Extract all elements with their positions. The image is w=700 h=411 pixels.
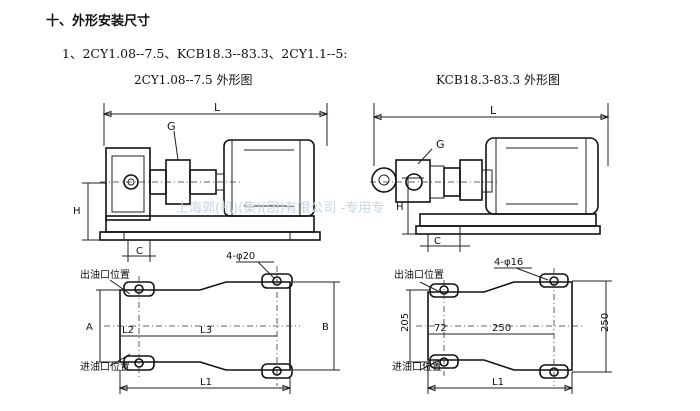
dim-L3: L3 bbox=[200, 325, 212, 336]
outlet-label-2cy: 出油口位置 bbox=[80, 268, 130, 281]
dim-L: L bbox=[490, 104, 497, 117]
dim-250-vertical: 250 bbox=[600, 313, 611, 332]
dim-L: L bbox=[214, 101, 221, 114]
pump-elevation-2cy: L H G C bbox=[73, 101, 329, 262]
dim-A: A bbox=[86, 322, 93, 333]
dim-205: 205 bbox=[400, 313, 411, 332]
dim-L1: L1 bbox=[200, 377, 212, 388]
dim-L2: L2 bbox=[122, 325, 134, 336]
dim-L1: L1 bbox=[492, 377, 504, 388]
dim-B: B bbox=[322, 322, 329, 333]
holes-label: 4-φ16 bbox=[494, 257, 523, 268]
dim-H: H bbox=[396, 202, 404, 213]
inlet-label-kcb: 进油口位置 bbox=[392, 360, 442, 373]
section-heading: 十、外形安装尺寸 bbox=[46, 14, 151, 29]
outlet-label-kcb: 出油口位置 bbox=[394, 268, 444, 281]
holes-label: 4-φ20 bbox=[226, 251, 255, 262]
dim-250-horizontal: 250 bbox=[492, 323, 511, 334]
label-G: G bbox=[436, 138, 445, 151]
dim-H: H bbox=[73, 206, 81, 217]
dim-72: 72 bbox=[434, 323, 447, 334]
caption-2cy: 2CY1.08--7.5 外形图 bbox=[134, 73, 253, 87]
caption-kcb: KCB18.3-83.3 外形图 bbox=[436, 73, 560, 87]
dim-C: C bbox=[434, 236, 441, 247]
watermark: 上海郭(机)(集)(团)有限公司 -专用专 bbox=[176, 200, 384, 216]
base-plan-2cy: 4-φ20 A B L2 L3 L1 bbox=[86, 251, 340, 394]
base-plan-kcb: 4-φ16 205 250 72 250 L1 bbox=[400, 257, 612, 394]
label-G: G bbox=[167, 120, 176, 133]
pump-elevation-kcb: L H G C bbox=[370, 103, 610, 252]
dim-C: C bbox=[136, 246, 143, 257]
inlet-label-2cy: 进油口位置 bbox=[80, 360, 130, 373]
model-list: 1、2CY1.08--7.5、KCB18.3--83.3、2CY1.1--5: bbox=[62, 46, 348, 61]
